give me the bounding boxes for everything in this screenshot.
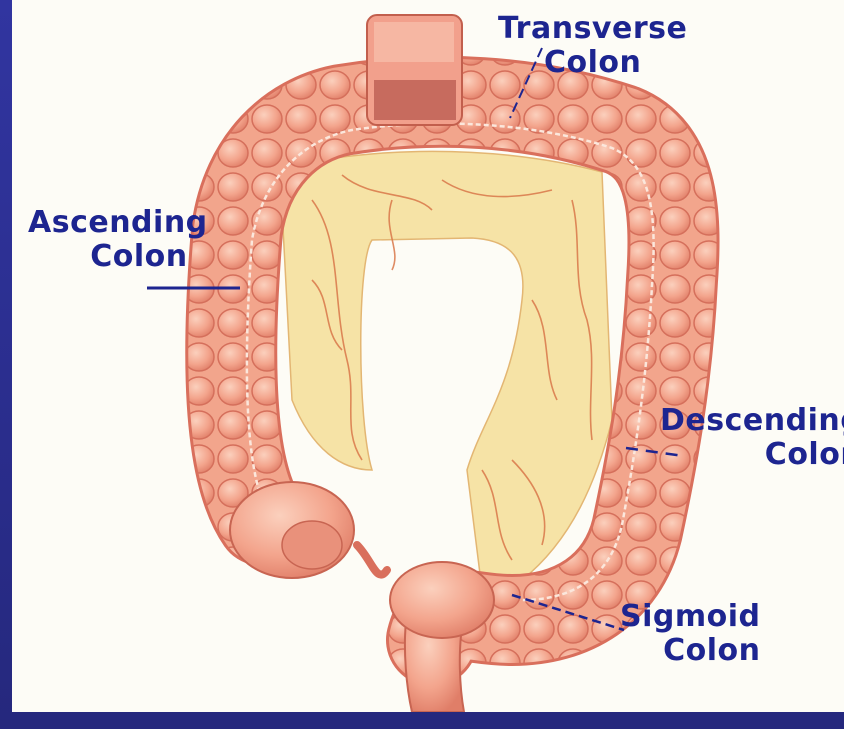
label-descending-colon: Descending Colon <box>660 404 844 472</box>
label-sigmoid-line2: Colon <box>620 634 761 668</box>
label-transverse-colon: Transverse Colon <box>498 12 687 80</box>
label-ascending-line2: Colon <box>28 240 208 274</box>
appendix <box>357 545 387 575</box>
label-sigmoid-colon: Sigmoid Colon <box>620 600 761 668</box>
label-sigmoid-line1: Sigmoid <box>620 600 761 634</box>
label-transverse-line2: Colon <box>498 46 687 80</box>
label-transverse-line1: Transverse <box>498 12 687 46</box>
label-descending-line2: Colon <box>660 438 844 472</box>
label-descending-line1: Descending <box>660 404 844 438</box>
label-ascending-line1: Ascending <box>28 206 208 240</box>
label-ascending-colon: Ascending Colon <box>28 206 208 274</box>
